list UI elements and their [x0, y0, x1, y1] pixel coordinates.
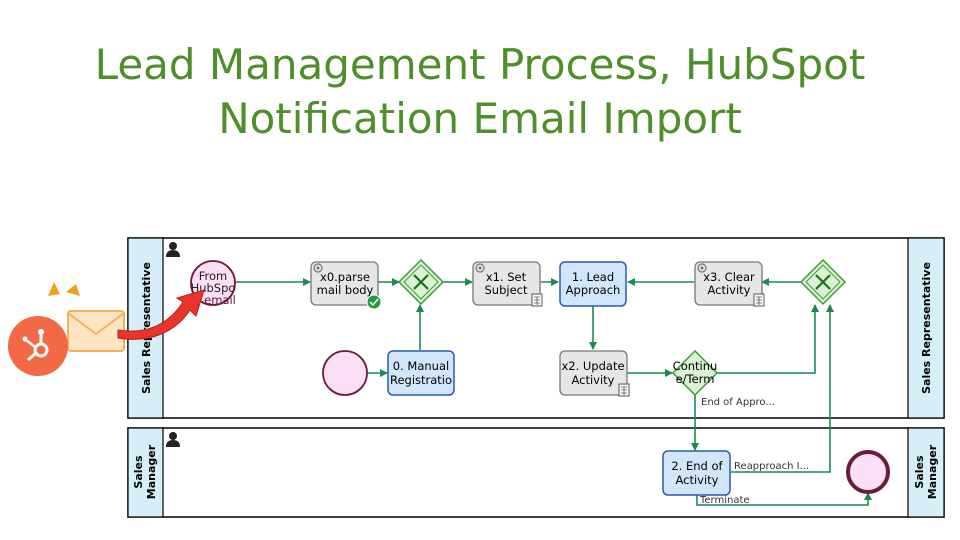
- task-manual-text-2: Registratio: [390, 373, 452, 387]
- curved-arrow-icon: [117, 289, 205, 340]
- gateway-exclusive-1[interactable]: [397, 258, 445, 306]
- lane-sales-representative: Sales Representative Sales Representativ…: [127, 237, 945, 419]
- start-event-manual[interactable]: [322, 350, 368, 396]
- task-x2-text-1: x2. Update: [561, 359, 624, 373]
- hubspot-logo-icon: [8, 316, 68, 376]
- task-end-of-activity[interactable]: 2. End of Activity: [662, 450, 731, 496]
- title-line-1: Lead Management Process, HubSpot: [94, 40, 866, 89]
- calculator-icon: [618, 383, 630, 397]
- lane-label-right: Sales Representative: [920, 262, 933, 394]
- person-icon: [166, 432, 180, 447]
- manager-label-left-1: Sales: [132, 455, 145, 489]
- check-badge-icon: [366, 294, 382, 310]
- person-icon: [166, 242, 180, 257]
- task-lead-text-2: Approach: [566, 283, 621, 297]
- manager-label-right-2: Manager: [926, 444, 939, 499]
- manager-label-left-2: Manager: [145, 444, 158, 499]
- calculator-icon: [531, 293, 543, 307]
- task-x3-clear-activity[interactable]: x3. Clear Activity: [694, 261, 765, 307]
- sequence-flows: [236, 278, 872, 506]
- task-x2-update-activity[interactable]: x2. Update Activity: [559, 350, 630, 397]
- envelope-icon: [48, 282, 125, 352]
- start-email-text-3: email: [204, 293, 236, 307]
- task-lead-text-1: 1. Lead: [572, 270, 614, 284]
- task-manual-registration[interactable]: 0. Manual Registratio: [387, 350, 455, 396]
- flow-label-end-of-approach: End of Appro...: [701, 397, 775, 408]
- start-email-text-1: From: [199, 269, 228, 283]
- task-end-act-text-2: Activity: [675, 473, 718, 487]
- task-x2-text-2: Activity: [571, 373, 614, 387]
- page-title: Lead Management Process, HubSpot Notific…: [0, 38, 960, 146]
- task-lead-approach[interactable]: 1. Lead Approach: [559, 261, 627, 307]
- manager-label-right-1: Sales: [913, 455, 926, 489]
- gear-icon: [313, 263, 323, 273]
- task-x0-text-1: x0.parse: [320, 270, 370, 284]
- task-x1-text-1: x1. Set: [486, 270, 527, 284]
- flow-label-terminate: Terminate: [699, 495, 750, 506]
- flow-label-reapproach: Reapproach I...: [734, 461, 809, 472]
- task-x0-parse-mail-body[interactable]: x0.parse mail body: [310, 261, 382, 310]
- gateway-continue-terminate[interactable]: Continu e/Term: [671, 349, 719, 397]
- title-line-2: Notification Email Import: [218, 94, 742, 143]
- task-x1-set-subject[interactable]: x1. Set Subject: [472, 261, 543, 307]
- task-x3-text-2: Activity: [707, 283, 750, 297]
- task-x0-text-2: mail body: [317, 283, 374, 297]
- task-manual-text-1: 0. Manual: [393, 359, 449, 373]
- task-x1-text-2: Subject: [485, 283, 528, 297]
- task-end-act-text-1: 2. End of: [671, 459, 723, 473]
- lane-header-right: [907, 237, 945, 419]
- lane-label-left: Sales Representative: [140, 262, 153, 394]
- gateway-continue-text-2: e/Term: [676, 372, 715, 386]
- calculator-icon: [753, 293, 765, 307]
- gear-icon: [475, 263, 485, 273]
- task-x3-text-1: x3. Clear: [703, 270, 755, 284]
- end-event[interactable]: [846, 450, 890, 494]
- gateway-continue-text-1: Continu: [673, 359, 718, 373]
- gateway-exclusive-2[interactable]: [799, 258, 847, 306]
- gear-icon: [697, 263, 707, 273]
